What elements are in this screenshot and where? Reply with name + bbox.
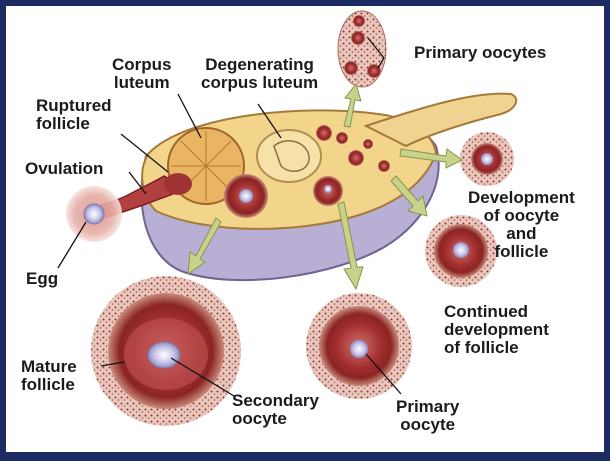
developing-follicle-oocyte: [481, 153, 493, 165]
label-egg: Egg: [26, 270, 58, 288]
ovary-follicle-oocyte: [324, 185, 332, 193]
label-primary-oocyte: Primary oocyte: [396, 398, 459, 434]
label-primary-oocytes: Primary oocytes: [414, 44, 546, 62]
ovary-follicle: [348, 150, 364, 166]
label-ruptured-follicle: Ruptured follicle: [36, 97, 112, 133]
label-continued-development-of-follicle: Continued development of follicle: [444, 303, 549, 357]
ovary-follicle: [363, 139, 373, 149]
primary-oocyte-cell: [353, 15, 365, 27]
ovary-follicle: [316, 125, 332, 141]
primary-oocyte-cell: [351, 31, 365, 45]
ovary-follicle-oocyte: [239, 189, 253, 203]
diagram-panel: Corpus luteum Degenerating corpus luteum…: [6, 6, 604, 452]
ovary-follicle: [378, 160, 390, 172]
label-mature-follicle: Mature follicle: [21, 358, 77, 394]
ruptured-follicle-opening: [164, 173, 192, 195]
primary-follicle-oocyte: [350, 340, 368, 358]
primary-oocyte-cell: [344, 61, 358, 75]
label-secondary-oocyte: Secondary oocyte: [232, 392, 319, 428]
label-degenerating-corpus-luteum: Degenerating corpus luteum: [201, 56, 318, 92]
label-corpus-luteum: Corpus luteum: [112, 56, 172, 92]
label-development-of-oocyte-and-follicle: Development of oocyte and follicle: [468, 189, 575, 261]
degenerating-corpus-luteum: [257, 130, 321, 182]
continued-follicle-oocyte: [453, 242, 469, 258]
ovary-follicle: [336, 132, 348, 144]
secondary-oocyte-cell: [148, 342, 180, 368]
egg: [84, 204, 104, 224]
label-ovulation: Ovulation: [25, 160, 103, 178]
